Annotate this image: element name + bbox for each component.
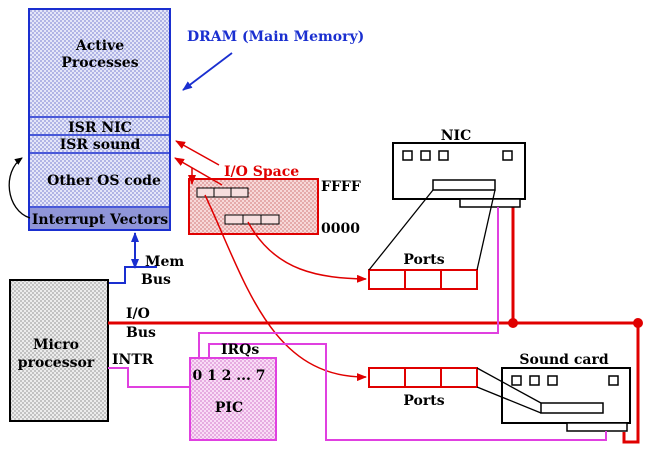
intr-label: INTR	[112, 352, 154, 368]
mem-bus-line	[108, 266, 157, 284]
io-bus-label-line2: Bus	[126, 325, 156, 341]
io-bus-to-nic	[498, 203, 515, 323]
nic-chip	[502, 150, 513, 161]
sound-card-chip	[608, 375, 619, 386]
dram-block: Active Processes ISR NIC ISR sound Other…	[28, 8, 171, 231]
other-os-code-label: Other OS code	[47, 173, 161, 189]
mem-bus-label-line2: Bus	[141, 272, 171, 288]
sound-card-register-block	[540, 402, 604, 414]
sound-ports	[368, 367, 478, 388]
sound-port-lead-top	[476, 367, 542, 404]
io-space-to-sound-ports-arrow	[204, 194, 367, 382]
nic-chip	[402, 150, 413, 161]
interrupt-vectors-region	[30, 208, 169, 229]
intr-line	[108, 367, 190, 388]
io-space-title: I/O Space	[224, 164, 299, 180]
mem-bus-label-line1: Mem	[145, 254, 184, 270]
sound-port-lead-bottom	[476, 386, 542, 414]
active-processes-line2: Processes	[61, 55, 138, 71]
isr-sound-to-io-arrow	[174, 157, 223, 186]
isr-nic-to-io-arrow	[175, 140, 220, 166]
io-space-bottom-address: 0000	[321, 221, 360, 237]
irq-numbers: 0 1 2 ... 7	[192, 368, 265, 384]
nic-register-block	[432, 179, 496, 191]
nic-port	[368, 269, 406, 290]
sound-card-edge-connector	[566, 422, 628, 432]
sound-card-chip	[511, 375, 522, 386]
active-processes-line1: Active	[75, 38, 124, 54]
io-bus-label-line1: I/O	[126, 306, 150, 322]
pic-block: IRQs 0 1 2 ... 7 PIC	[189, 342, 277, 441]
io-space-top-address: FFFF	[321, 179, 361, 195]
nic-label: NIC	[441, 128, 472, 144]
nic-port	[440, 269, 478, 290]
nic-port	[404, 269, 442, 290]
vector-to-isr-arrow	[8, 157, 31, 219]
io-space-cell	[213, 187, 232, 198]
pic-box	[189, 357, 277, 441]
io-space-cell	[260, 214, 280, 225]
io-space-cell	[242, 214, 262, 225]
nic-port-lead-right	[476, 189, 496, 271]
irq-line-nic	[198, 207, 499, 358]
nic-ports	[368, 269, 478, 290]
microprocessor: Micro processor	[9, 279, 109, 422]
nic-chip	[420, 150, 431, 161]
sound-card-chip	[547, 375, 558, 386]
pic-label: PIC	[215, 400, 243, 416]
io-space-cell	[224, 214, 244, 225]
sound-port	[368, 367, 406, 388]
sound-card: Sound card	[501, 352, 631, 432]
nic-port-lead-left	[368, 189, 434, 271]
io-space-to-nic-ports-arrow	[247, 221, 367, 283]
sound-card-label: Sound card	[519, 352, 608, 368]
sound-port	[404, 367, 442, 388]
dram-title-pointer	[182, 52, 233, 91]
nic-ports-label: Ports	[403, 252, 444, 268]
isr-nic-label: ISR NIC	[68, 120, 132, 136]
isr-sound-label: ISR sound	[60, 137, 141, 153]
interrupt-vectors-label: Interrupt Vectors	[32, 212, 168, 228]
microprocessor-box	[9, 279, 109, 422]
io-space-outline	[188, 178, 319, 235]
nic-edge-connector	[459, 198, 521, 208]
irqs-label: IRQs	[221, 342, 259, 358]
io-space-cell	[230, 187, 249, 198]
io-bus-to-sound	[622, 323, 640, 444]
nic-card: NIC	[392, 128, 526, 208]
io-space-block	[188, 178, 319, 235]
nic-chip	[438, 150, 449, 161]
microprocessor-label-line1: Micro	[33, 337, 79, 353]
sound-port	[440, 367, 478, 388]
sound-card-chip	[529, 375, 540, 386]
dram-title: DRAM (Main Memory)	[187, 29, 364, 45]
irq-line-sound	[208, 343, 607, 441]
dram-outline	[28, 8, 171, 231]
sound-ports-label: Ports	[403, 393, 444, 409]
microprocessor-label-line2: processor	[18, 355, 95, 371]
